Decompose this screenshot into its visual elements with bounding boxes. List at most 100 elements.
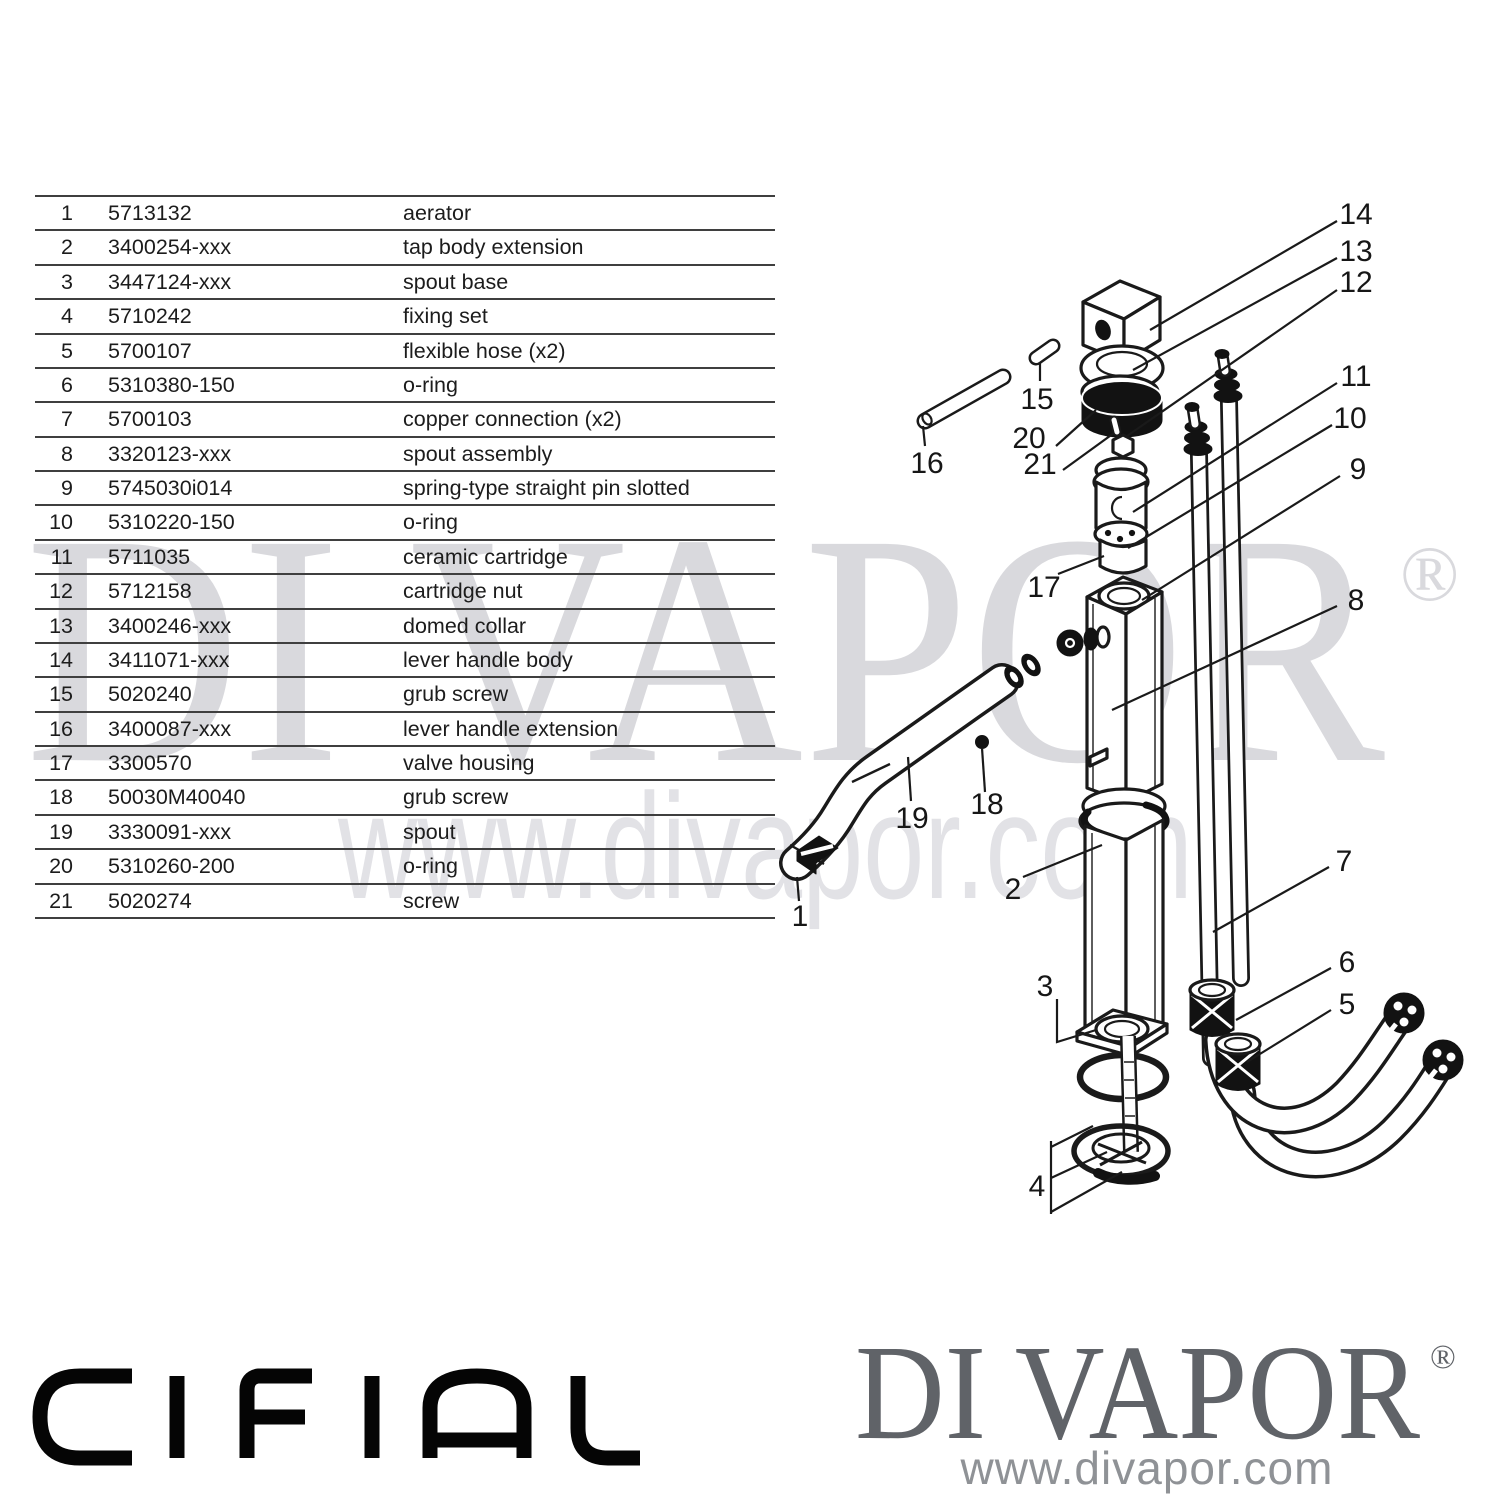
part-description: grub screw [403, 682, 509, 707]
leader-bracket [1050, 1151, 1108, 1179]
callout-number: 5 [1339, 988, 1356, 1021]
part-number: 5713132 [108, 201, 192, 225]
part-description: o-ring [403, 510, 458, 535]
part-number: 5310380-150 [108, 372, 235, 397]
callout-number: 9 [1350, 453, 1367, 486]
part-number: 5700107 [108, 338, 192, 363]
callout-number: 16 [910, 447, 943, 480]
callout-number: 14 [1339, 198, 1372, 231]
callout-number: 20 [1012, 422, 1045, 455]
callout-number: 12 [1339, 266, 1372, 299]
leader-line [1132, 257, 1338, 371]
part-description: grub screw [403, 785, 509, 810]
grub-screw-15 [1028, 338, 1061, 366]
part-number: 3400254-xxx [108, 235, 232, 260]
watermark-registered-icon: ® [1400, 530, 1459, 617]
part-number: 3300570 [108, 751, 192, 775]
row-number: 7 [61, 407, 73, 432]
part-description: spout base [403, 269, 509, 294]
leader-line [1126, 289, 1338, 437]
part-number: 3320123-xxx [108, 441, 232, 466]
flexible-hoses [1188, 978, 1464, 1179]
fixing-set [1071, 1035, 1171, 1185]
leader-bracket [1050, 1171, 1123, 1213]
lever-handle-extension [916, 368, 1012, 430]
part-description: screw [403, 888, 460, 913]
row-number: 5 [61, 338, 73, 363]
part-description: tap body extension [403, 235, 584, 260]
tap-body-slot [1088, 747, 1109, 768]
spout-base [1075, 1008, 1169, 1058]
part-description: spout assembly [403, 441, 553, 466]
callout-number: 13 [1339, 235, 1372, 268]
cifial-logo: CIFIAL [32, 1368, 640, 1466]
leader-line [1246, 1009, 1332, 1063]
callout-number: 8 [1348, 584, 1365, 617]
divapor-logo-brand: DI VAPOR [855, 1318, 1420, 1468]
leader-line [1055, 409, 1097, 447]
row-number: 11 [50, 544, 73, 569]
part-number: 5310220-150 [108, 510, 235, 535]
part-number: 3400087-xxx [108, 716, 232, 741]
row-number: 13 [49, 613, 73, 638]
leader-bracket [1055, 999, 1097, 1044]
leader-line [906, 756, 913, 802]
hose-nut-upper [1188, 978, 1236, 1037]
leader-line [1057, 554, 1105, 576]
part-number: 5745030i014 [108, 476, 233, 500]
leader-line [1149, 220, 1338, 331]
screw-21 [1109, 415, 1122, 437]
part-number: 5712158 [108, 579, 192, 604]
part-number: 3330091-xxx [108, 819, 232, 844]
watermark-url: www.divapor.com [337, 762, 1193, 930]
part-number: 50030M40040 [108, 785, 246, 810]
part-description: cartridge nut [403, 579, 523, 604]
leader-line [980, 747, 987, 793]
part-number: 5710242 [108, 304, 192, 329]
row-number: 2 [61, 235, 73, 260]
handle-screw-hole [1095, 319, 1111, 341]
callout-number: 2 [1005, 873, 1022, 906]
row-number: 15 [49, 682, 73, 707]
callout-number: 7 [1336, 845, 1353, 878]
callout-number: 3 [1037, 970, 1054, 1003]
part-number: 3447124-xxx [108, 269, 232, 294]
spout [779, 653, 1041, 881]
row-number: 3 [61, 269, 73, 294]
part-number: 5020274 [108, 888, 192, 913]
row-number: 9 [61, 476, 73, 500]
row-number: 1 [61, 201, 73, 225]
table-row: 3 3447124-xxx spout base [35, 263, 775, 298]
callout-number: 6 [1339, 946, 1356, 979]
ceramic-cartridge [1092, 433, 1150, 548]
leader-lines [795, 220, 1341, 1214]
divapor-logo-url: www.divapor.com [960, 1442, 1334, 1494]
callout-number: 4 [1029, 1170, 1046, 1203]
valve-housing [1098, 538, 1148, 575]
cartridge-nut [1081, 380, 1163, 438]
row-number: 17 [49, 751, 73, 775]
leader-line [795, 876, 801, 902]
part-description: lever handle body [403, 647, 573, 672]
callout-number: 11 [1340, 360, 1371, 393]
callout-number: 1 [792, 900, 809, 933]
part-number: 3411071-xxx [108, 647, 230, 672]
leader-line [1022, 843, 1103, 879]
leader-line [1062, 432, 1115, 471]
